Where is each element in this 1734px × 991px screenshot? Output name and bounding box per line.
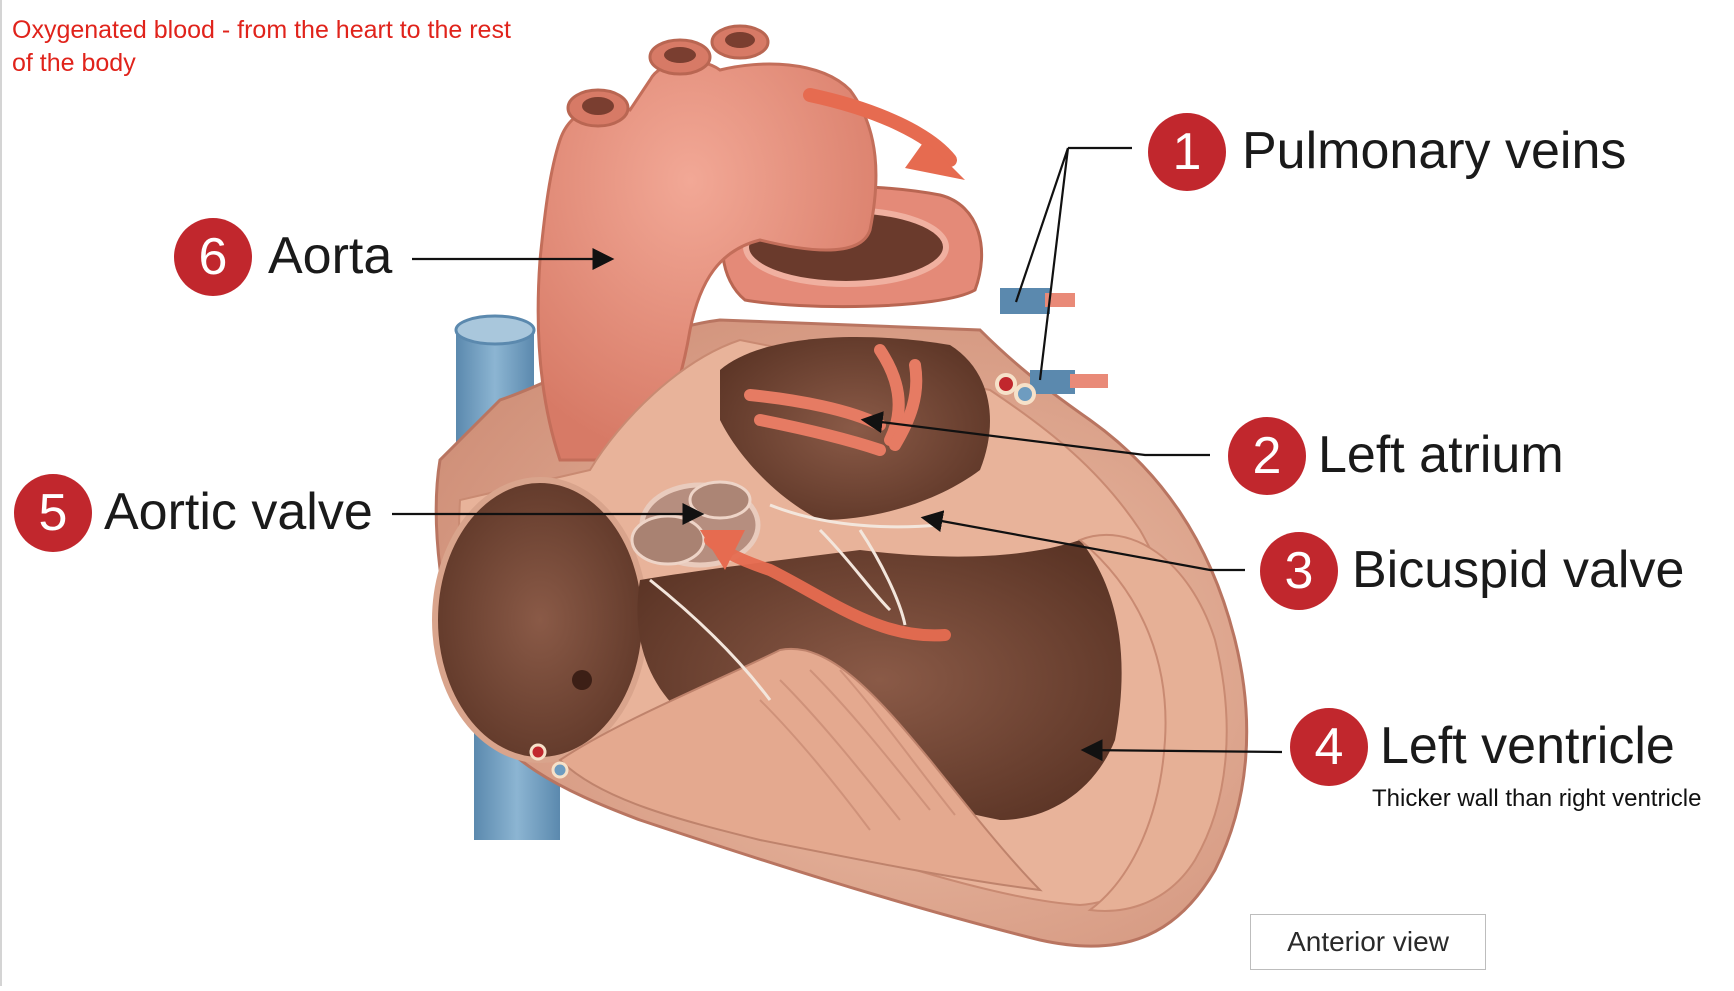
aortic-valve-leaflets [630, 480, 761, 568]
header-line-2: of the body [12, 49, 136, 77]
label-left-atrium: Left atrium [1318, 426, 1564, 484]
anterior-view-label: Anterior view [1250, 914, 1486, 970]
leader-lines [392, 146, 1283, 762]
label-pulmonary-veins: Pulmonary veins [1242, 122, 1627, 180]
left-border [0, 0, 2, 986]
badge-2: 2 [1228, 417, 1306, 495]
badge-1: 1 [1148, 113, 1226, 191]
badge-4: 4 [1290, 708, 1368, 786]
bicuspid-valve-chordae [649, 503, 941, 701]
interventricular-septum [558, 647, 1043, 892]
leader-bicuspid-valve [920, 510, 1245, 572]
left-ventricle-cavity [637, 540, 1122, 820]
flow-arrow-aorta [803, 88, 965, 180]
muscle-striations [759, 669, 956, 831]
left-ventricle-wall [1078, 534, 1228, 912]
label-aorta: Aorta [268, 227, 393, 285]
leader-left-ventricle [1080, 739, 1283, 762]
label-aortic-valve: Aortic valve [104, 483, 373, 541]
header-line-1: Oxygenated blood - from the heart to the… [12, 16, 511, 44]
leader-left-atrium [860, 411, 1210, 457]
header-caption: Oxygenated blood - from the heart to the… [12, 14, 552, 80]
label-left-ventricle: Left ventricle [1380, 717, 1675, 775]
leader-pulmonary-veins [1014, 146, 1132, 381]
badge-3: 3 [1260, 532, 1338, 610]
coronary-vessels [529, 373, 1036, 779]
label-bicuspid-valve: Bicuspid valve [1352, 541, 1685, 599]
flow-arrow-ventricle [700, 530, 951, 642]
right-chamber-opening [572, 670, 592, 690]
pulmonary-vein-stubs [1000, 288, 1108, 394]
aorta-arch [536, 24, 878, 462]
left-atrium-cavity [720, 337, 990, 520]
left-ventricle-note: Thicker wall than right ventricle [1372, 785, 1702, 812]
badge-5: 5 [14, 474, 92, 552]
right-chamber-cavity [432, 477, 648, 763]
badge-6: 6 [174, 218, 252, 296]
